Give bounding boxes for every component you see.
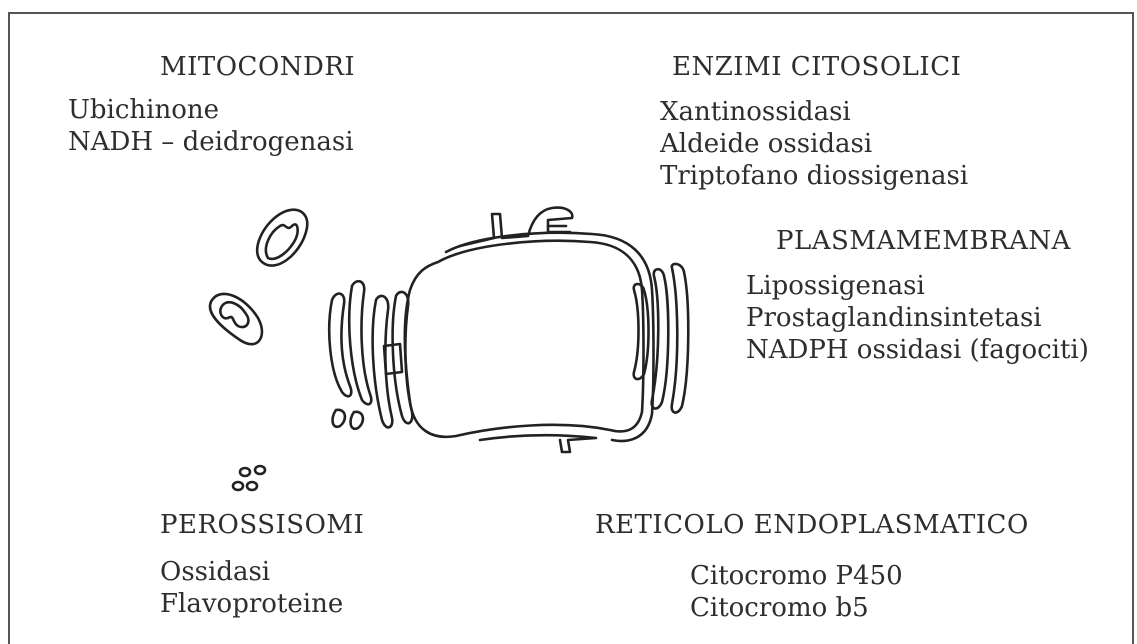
perossisomi-list: Ossidasi Flavoproteine — [160, 556, 343, 620]
mitocondri-list: Ubichinone NADH – deidrogenasi — [68, 94, 354, 158]
perossisomi-title: PEROSSISOMI — [160, 510, 364, 540]
enzimi-citosolici-title: ENZIMI CITOSOLICI — [672, 52, 961, 82]
list-item: Prostaglandinsintetasi — [746, 302, 1089, 334]
plasmamembrana-title: PLASMAMEMBRANA — [776, 226, 1071, 256]
reticolo-endoplasmatico-list: Citocromo P450 Citocromo b5 — [690, 560, 903, 624]
list-item: NADH – deidrogenasi — [68, 126, 354, 158]
enzimi-citosolici-list: Xantinossidasi Aldeide ossidasi Triptofa… — [660, 96, 968, 192]
list-item: Ossidasi — [160, 556, 343, 588]
mitocondri-title: MITOCONDRI — [160, 52, 355, 82]
list-item: Ubichinone — [68, 94, 354, 126]
list-item: Lipossigenasi — [746, 270, 1089, 302]
list-item: Aldeide ossidasi — [660, 128, 968, 160]
list-item: Citocromo b5 — [690, 592, 903, 624]
list-item: NADPH ossidasi (fagociti) — [746, 334, 1089, 366]
list-item: Xantinossidasi — [660, 96, 968, 128]
plasmamembrana-list: Lipossigenasi Prostaglandinsintetasi NAD… — [746, 270, 1089, 366]
list-item: Triptofano diossigenasi — [660, 160, 968, 192]
list-item: Citocromo P450 — [690, 560, 903, 592]
list-item: Flavoproteine — [160, 588, 343, 620]
reticolo-endoplasmatico-title: RETICOLO ENDOPLASMATICO — [595, 510, 1029, 540]
